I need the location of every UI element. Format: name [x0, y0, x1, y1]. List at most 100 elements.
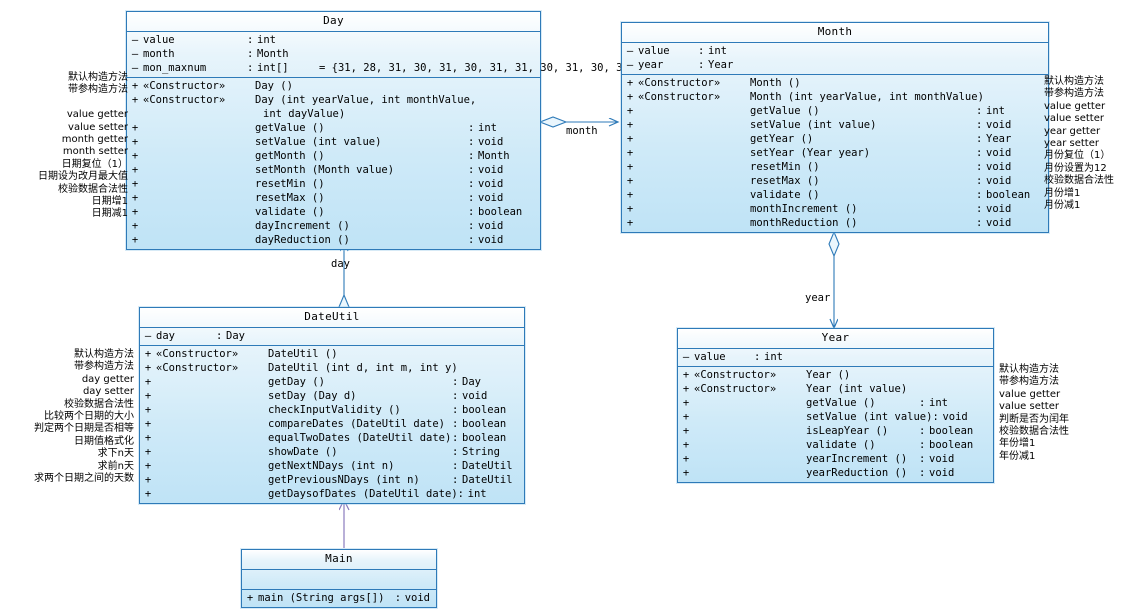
method-return-type: Year	[986, 133, 1012, 145]
method-stereotype	[143, 121, 255, 135]
member-colon: :	[976, 147, 983, 159]
member-visibility: +	[144, 460, 152, 472]
method-stereotype	[156, 403, 268, 417]
class-member-row: +getDay ():Day	[140, 375, 524, 389]
method-return-type: void	[929, 453, 955, 465]
method-stereotype: «Constructor»	[156, 362, 239, 374]
class-title-day: Day	[127, 12, 540, 32]
method-stereotype	[694, 452, 806, 466]
member-colon: :	[468, 220, 475, 232]
member-visibility: +	[131, 234, 139, 246]
method-signature: getNextNDays (int n)	[268, 460, 395, 472]
relation-label-month: month	[566, 125, 598, 137]
method-return-type: int	[467, 488, 487, 500]
member-visibility: +	[682, 439, 690, 451]
member-visibility: +	[144, 474, 152, 486]
method-stereotype	[638, 132, 750, 146]
class-box-year[interactable]: Year –value:int +«Constructor»Year ()+«C…	[677, 328, 994, 483]
class-member-row: +«Constructor»Month (int yearValue, int …	[622, 90, 1048, 104]
method-return-type: void	[986, 203, 1012, 215]
method-return-type: void	[986, 161, 1012, 173]
member-colon: :	[247, 34, 254, 46]
member-visibility: +	[144, 432, 152, 444]
member-visibility: +	[682, 425, 690, 437]
class-box-day[interactable]: Day –value:int–month:Month–mon_maxnum:in…	[126, 11, 635, 250]
member-visibility: +	[144, 390, 152, 402]
class-member-row: +setValue (int value):void	[127, 135, 540, 149]
method-return-type: int	[929, 397, 948, 409]
method-stereotype	[143, 177, 255, 191]
method-return-type: void	[478, 220, 504, 232]
member-visibility: +	[626, 175, 634, 187]
method-stereotype	[156, 487, 268, 501]
method-signature: showDate ()	[268, 446, 338, 458]
member-visibility: –	[131, 48, 139, 60]
member-colon: :	[976, 217, 983, 229]
member-colon: :	[919, 453, 926, 465]
member-visibility	[127, 107, 143, 121]
class-attributes-main	[242, 570, 436, 590]
class-member-row: –day:Day	[140, 329, 524, 343]
member-colon: :	[452, 376, 459, 388]
method-signature: Month (int yearValue, int monthValue)	[750, 91, 984, 103]
class-box-dateutil[interactable]: DateUtil –day:Day +«Constructor»DateUtil…	[139, 307, 525, 504]
method-return-type: void	[478, 178, 504, 190]
member-colon: :	[247, 48, 254, 60]
member-visibility: +	[626, 105, 634, 117]
class-member-row: +setMonth (Month value):void	[127, 163, 540, 177]
class-member-row: +«Constructor»Year (int value)	[678, 382, 993, 396]
member-colon: :	[976, 189, 983, 201]
member-visibility: +	[144, 348, 152, 360]
class-member-row: +equalTwoDates (DateUtil date):boolean	[140, 431, 524, 445]
class-methods-main: +main (String args[]):void	[242, 590, 436, 607]
class-member-row: –mon_maxnum:int[]= {31, 28, 31, 30, 31, …	[127, 61, 635, 75]
class-member-row: +getValue ():int	[678, 396, 993, 410]
class-member-row: +getNextNDays (int n):DateUtil	[140, 459, 524, 473]
class-member-row: +compareDates (DateUtil date):boolean	[140, 417, 524, 431]
class-member-row: +resetMax ():void	[127, 191, 540, 205]
method-signature: DateUtil (int d, int m, int y)	[268, 362, 458, 374]
method-stereotype	[143, 219, 255, 233]
member-colon: :	[754, 351, 761, 363]
attribute-name: month	[143, 48, 175, 60]
class-box-month[interactable]: Month –value:int–year:Year +«Constructor…	[621, 22, 1049, 233]
class-member-row: –month:Month	[127, 47, 540, 61]
method-signature: DateUtil ()	[268, 348, 338, 360]
member-visibility: +	[144, 362, 152, 374]
member-visibility: +	[131, 206, 139, 218]
method-signature: setYear (Year year)	[750, 147, 871, 159]
class-member-row: int dayValue)	[127, 107, 540, 121]
method-return-type: boolean	[462, 418, 507, 430]
method-stereotype	[156, 431, 268, 445]
method-signature: getDaysofDates (DateUtil date)	[268, 488, 458, 500]
member-visibility: –	[131, 62, 139, 74]
member-visibility: +	[626, 133, 634, 145]
member-visibility: +	[626, 203, 634, 215]
method-signature: getYear ()	[750, 133, 814, 145]
method-stereotype	[143, 163, 255, 177]
member-visibility: –	[626, 59, 634, 71]
method-return-type: int	[478, 122, 497, 134]
class-member-row: + «Constructor» DateUtil (int d, int m, in…	[140, 361, 524, 375]
method-signature: getValue ()	[806, 397, 876, 409]
class-member-row: +getMonth ():Month	[127, 149, 540, 163]
method-stereotype: «Constructor»	[694, 383, 777, 395]
method-return-type: void	[478, 164, 504, 176]
member-visibility: +	[131, 164, 139, 176]
member-colon: :	[452, 418, 459, 430]
member-visibility: +	[144, 446, 152, 458]
member-visibility: +	[626, 91, 634, 103]
class-member-row: +setYear (Year year):void	[622, 146, 1048, 160]
method-stereotype	[638, 188, 750, 202]
method-stereotype: «Constructor»	[143, 94, 226, 106]
member-visibility: +	[682, 397, 690, 409]
member-visibility: +	[246, 592, 254, 604]
method-stereotype	[143, 233, 255, 247]
member-colon: :	[452, 404, 459, 416]
member-visibility: +	[144, 404, 152, 416]
method-signature: Year (int value)	[806, 383, 908, 395]
class-title-main: Main	[242, 550, 436, 570]
class-box-main[interactable]: Main +main (String args[]):void	[241, 549, 437, 608]
class-title-year: Year	[678, 329, 993, 349]
member-colon: :	[468, 164, 475, 176]
